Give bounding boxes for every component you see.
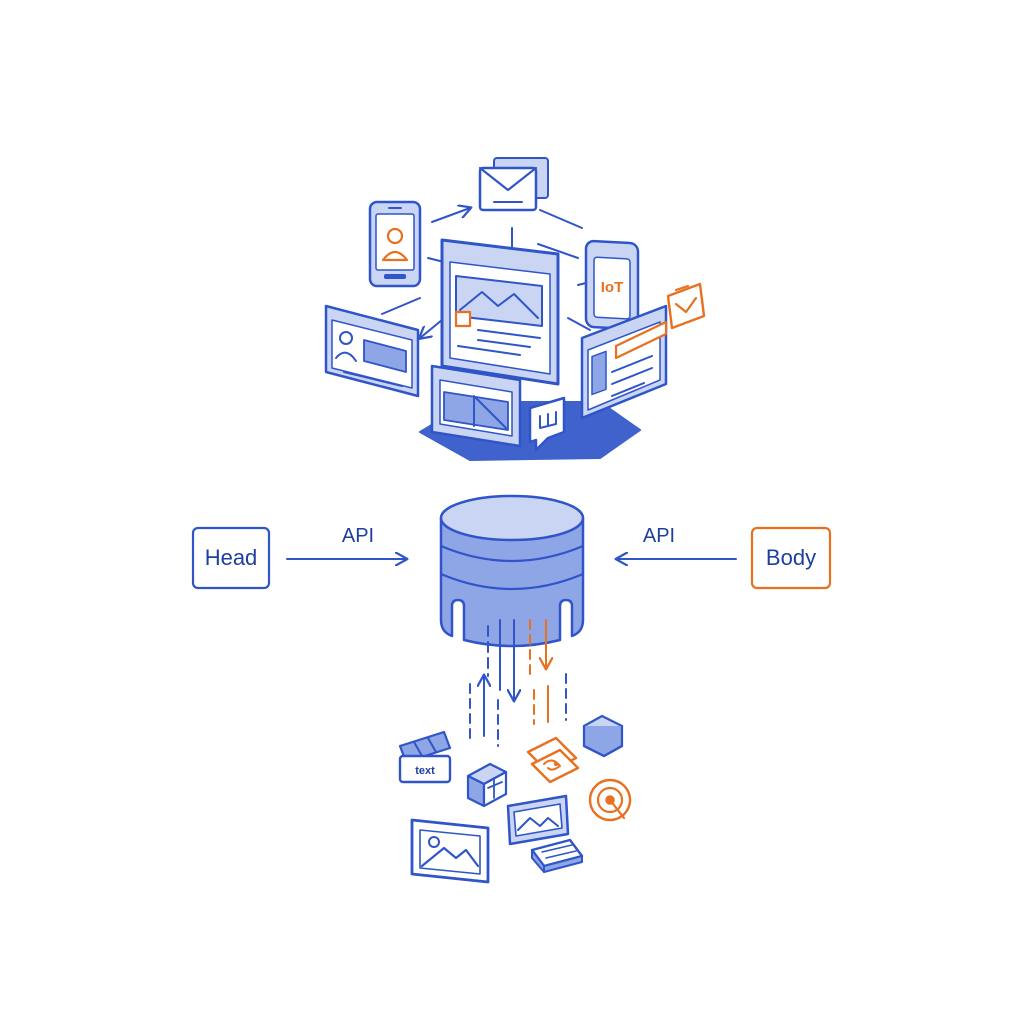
keyboard-icon — [530, 838, 584, 873]
image-icon — [410, 818, 490, 884]
browser-window-icon — [440, 238, 560, 386]
iot-label: IoT — [601, 279, 624, 296]
body-node: Body — [750, 526, 832, 590]
left-api-label: API — [342, 525, 374, 547]
puzzle-tile-icon — [526, 736, 580, 784]
profile-card-icon — [324, 304, 420, 398]
target-icon — [588, 778, 632, 822]
web-page-icon — [580, 304, 668, 420]
text-icon-label: text — [415, 765, 435, 777]
data-flow-lines — [469, 619, 567, 747]
body-label: Body — [766, 545, 816, 570]
crate-icon — [466, 762, 508, 808]
content-cluster: text — [398, 714, 632, 884]
head-label: Head — [205, 545, 258, 570]
clapperboard-icon: text — [398, 730, 452, 784]
speech-bubble-icon — [528, 396, 566, 452]
monitor-icon — [506, 794, 570, 846]
video-frame-icon — [430, 364, 522, 448]
iot-device-icon: IoT — [584, 239, 640, 331]
email-icon — [478, 157, 549, 212]
right-api-label: API — [643, 525, 675, 547]
database-icon — [439, 494, 585, 648]
device-cluster: IoT — [324, 157, 706, 461]
right-api-connector: API — [617, 525, 737, 559]
mail-badge-icon — [666, 282, 706, 330]
left-api-connector: API — [286, 525, 406, 559]
head-node: Head — [191, 526, 271, 590]
smartphone-icon — [368, 200, 422, 288]
layers-icon — [582, 714, 624, 758]
